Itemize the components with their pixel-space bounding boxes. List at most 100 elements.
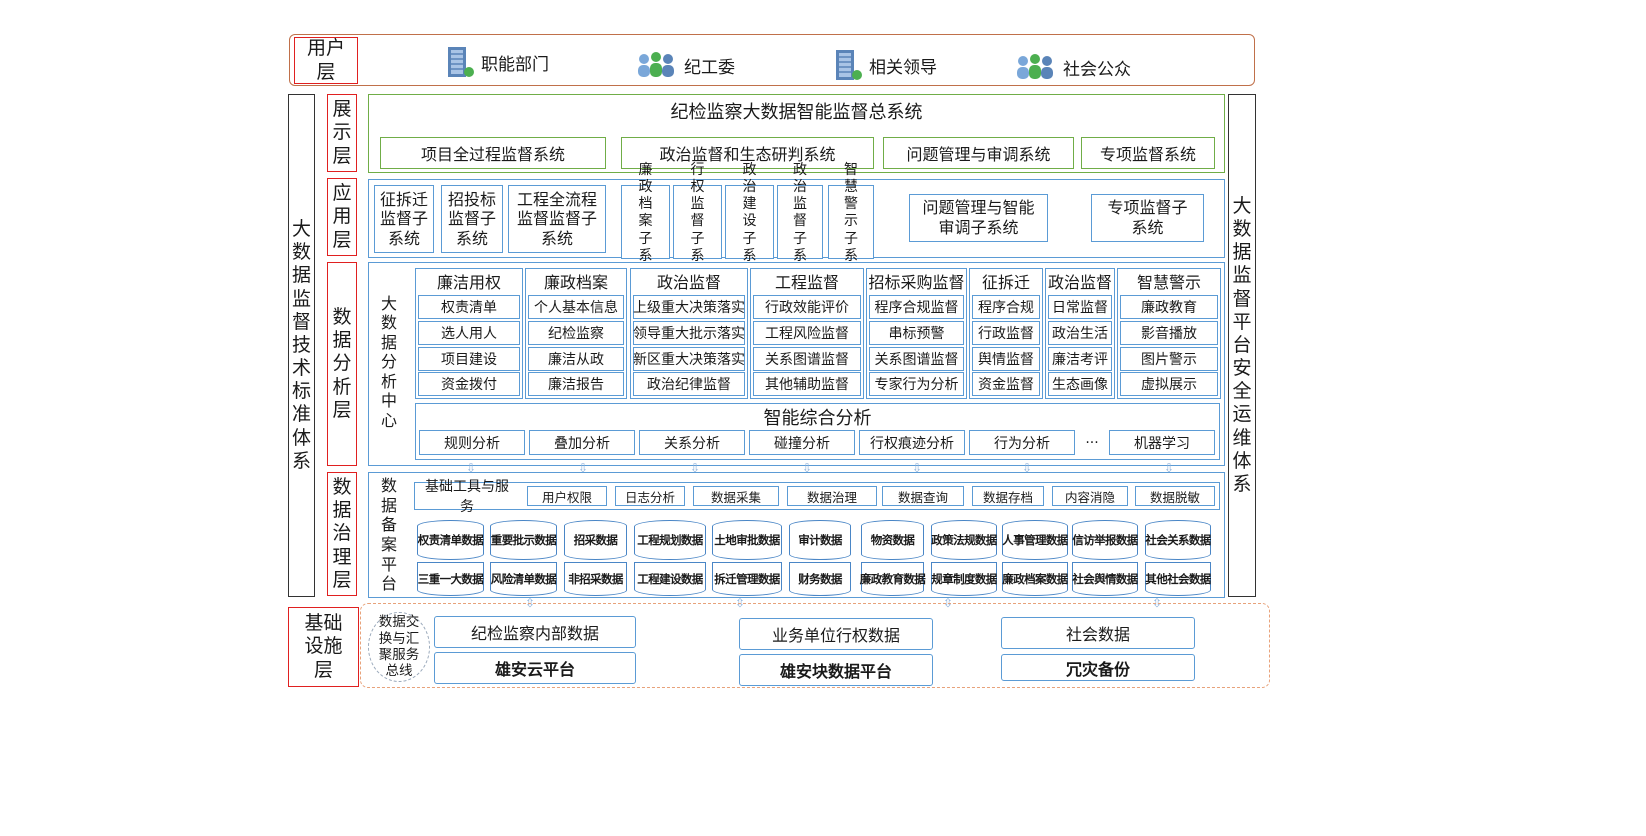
smart-analysis-item: ··· [1079, 430, 1105, 455]
system-project-supervision: 项目全过程监督系统 [380, 137, 606, 169]
database-cylinder-top: 工程规划数据 [634, 520, 706, 560]
tool-item: 数据采集 [693, 486, 779, 506]
analysis-column-header: 廉政档案 [543, 273, 608, 292]
analysis-item: 虚拟展示 [1120, 372, 1218, 396]
analysis-item: 纪检监察 [528, 321, 624, 345]
analysis-item: 关系图谱监督 [869, 347, 964, 371]
subsystem-demolition: 征拆迁监督子系统 [374, 185, 434, 253]
layer-label-application: 应用层 [327, 178, 357, 256]
database-cylinder-top: 重要批示数据 [490, 520, 557, 560]
analysis-item: 廉洁从政 [528, 347, 624, 371]
layer-label-display: 展示层 [327, 94, 357, 172]
analysis-item: 专家行为分析 [869, 372, 964, 396]
analysis-item: 行政效能评价 [753, 295, 861, 319]
database-cylinder-top: 社会关系数据 [1145, 520, 1211, 560]
analysis-column-header: 征拆迁 [981, 273, 1030, 292]
display-title: 纪检监察大数据智能监督总系统 [670, 102, 923, 123]
analysis-item: 上级重大决策落实 [633, 295, 745, 319]
data-exchange-bus: 数据交换与汇聚服务总线 [368, 612, 430, 682]
analysis-item: 工程风险监督 [753, 321, 861, 345]
analysis-item: 资金监督 [972, 372, 1040, 396]
down-arrow-icon: ⇩ [578, 461, 589, 475]
down-arrow-icon: ⇩ [802, 461, 813, 475]
analysis-item: 影音播放 [1120, 321, 1218, 345]
user-layer-label: 用户层 [294, 37, 358, 84]
subsystem-special-supervision: 专项监督子系统 [1091, 194, 1204, 242]
user-leaders: 相关领导 [833, 47, 937, 83]
left-sidebar-standards: 大数据监督技术标准体系 [288, 94, 315, 597]
database-cylinder-bottom: 财务数据 [789, 562, 851, 596]
database-cylinder-bottom: 风险清单数据 [490, 562, 557, 596]
user-functional-dept: 职能部门 [445, 44, 549, 80]
down-arrow-icon: ⇩ [912, 461, 923, 475]
analysis-item: 廉洁报告 [528, 372, 624, 396]
building-icon [836, 50, 862, 80]
database-cylinder-top: 土地审批数据 [712, 520, 782, 560]
analysis-item: 程序合规 [972, 295, 1040, 319]
layer-label-analysis: 数据分析层 [327, 262, 357, 466]
smart-analysis-item: 叠加分析 [529, 430, 635, 455]
analysis-item: 其他辅助监督 [753, 372, 861, 396]
layer-label-infrastructure: 基础设施层 [288, 607, 359, 687]
database-cylinder-top: 人事管理数据 [1002, 520, 1068, 560]
down-arrow-icon: ⇩ [1022, 461, 1033, 475]
database-cylinder-bottom: 非招采数据 [564, 562, 627, 596]
subsystem-engineering: 工程全流程监督监督子系统 [508, 185, 606, 253]
analysis-column-header: 工程监督 [774, 273, 839, 292]
database-cylinder-bottom: 拆迁管理数据 [712, 562, 782, 596]
smart-analysis-item: 规则分析 [419, 430, 525, 455]
analysis-item: 程序合规监督 [869, 295, 964, 319]
down-arrow-icon: ⇩ [466, 461, 477, 475]
analysis-item: 舆情监督 [972, 347, 1040, 371]
subsystem-political-construction: 政治建设子系统 [725, 162, 774, 281]
database-cylinder-bottom: 三重一大数据 [417, 562, 484, 596]
analysis-column-header: 招标采购监督 [868, 273, 965, 292]
user-label: 社会公众 [1063, 59, 1131, 80]
database-cylinder-bottom: 廉政教育数据 [860, 562, 926, 596]
user-public: 社会公众 [1013, 49, 1131, 85]
database-cylinder-bottom: 廉政档案数据 [1002, 562, 1068, 596]
smart-analysis-item: 关系分析 [639, 430, 745, 455]
analysis-item: 日常监督 [1048, 295, 1112, 319]
system-political-supervision: 政治监督和生态研判系统 [621, 137, 874, 169]
analysis-item: 生态画像 [1048, 372, 1112, 396]
database-cylinder-bottom: 其他社会数据 [1145, 562, 1211, 596]
subsystem-smart-warning: 智慧警示子系统 [828, 162, 874, 281]
database-cylinder-top: 物资数据 [861, 520, 924, 560]
tool-item: 数据治理 [787, 486, 877, 506]
system-problem-management: 问题管理与审调系统 [883, 137, 1074, 169]
analysis-item: 图片警示 [1120, 347, 1218, 371]
source-internal-data: 纪检监察内部数据 [434, 616, 636, 648]
analysis-column-header: 廉洁用权 [436, 273, 501, 292]
user-discipline-committee: 纪工委 [634, 47, 735, 83]
platform-xiongan-block-data: 雄安块数据平台 [739, 654, 933, 686]
right-sidebar-operations: 大数据监督平台安全运维体系 [1228, 94, 1256, 597]
smart-analysis-item: 机器学习 [1109, 430, 1215, 455]
tool-item: 数据存档 [972, 486, 1044, 506]
analysis-item: 廉政教育 [1120, 295, 1218, 319]
people-group-icon [638, 52, 674, 77]
database-cylinder-bottom: 工程建设数据 [634, 562, 706, 596]
governance-platform-label: 数据备案平台 [380, 476, 397, 594]
subsystem-political-supervision: 政治监督子系统 [777, 162, 823, 281]
analysis-item: 选人用人 [418, 321, 520, 345]
subsystem-bidding: 招投标监督子系统 [441, 185, 503, 253]
smart-analysis-item: 行为分析 [969, 430, 1075, 455]
down-arrow-icon: ⇩ [1164, 461, 1175, 475]
analysis-item: 行政监督 [972, 321, 1040, 345]
analysis-item: 项目建设 [418, 347, 520, 371]
smart-analysis-item: 碰撞分析 [749, 430, 855, 455]
infrastructure-frame [360, 603, 1270, 688]
analysis-center-label: 大数据分析中心 [380, 293, 397, 430]
database-cylinder-top: 信访举报数据 [1072, 520, 1138, 560]
analysis-item: 领导重大批示落实 [633, 321, 745, 345]
user-label: 纪工委 [684, 57, 735, 78]
analysis-item: 权责清单 [418, 295, 520, 319]
user-label: 职能部门 [481, 54, 549, 75]
database-cylinder-top: 招采数据 [564, 520, 627, 560]
analysis-item: 政治生活 [1048, 321, 1112, 345]
layer-label-governance: 数据治理层 [327, 472, 357, 596]
analysis-column-header: 政治监督 [1047, 273, 1112, 292]
tool-item: 用户权限 [527, 486, 607, 506]
analysis-item: 政治纪律监督 [633, 372, 745, 396]
